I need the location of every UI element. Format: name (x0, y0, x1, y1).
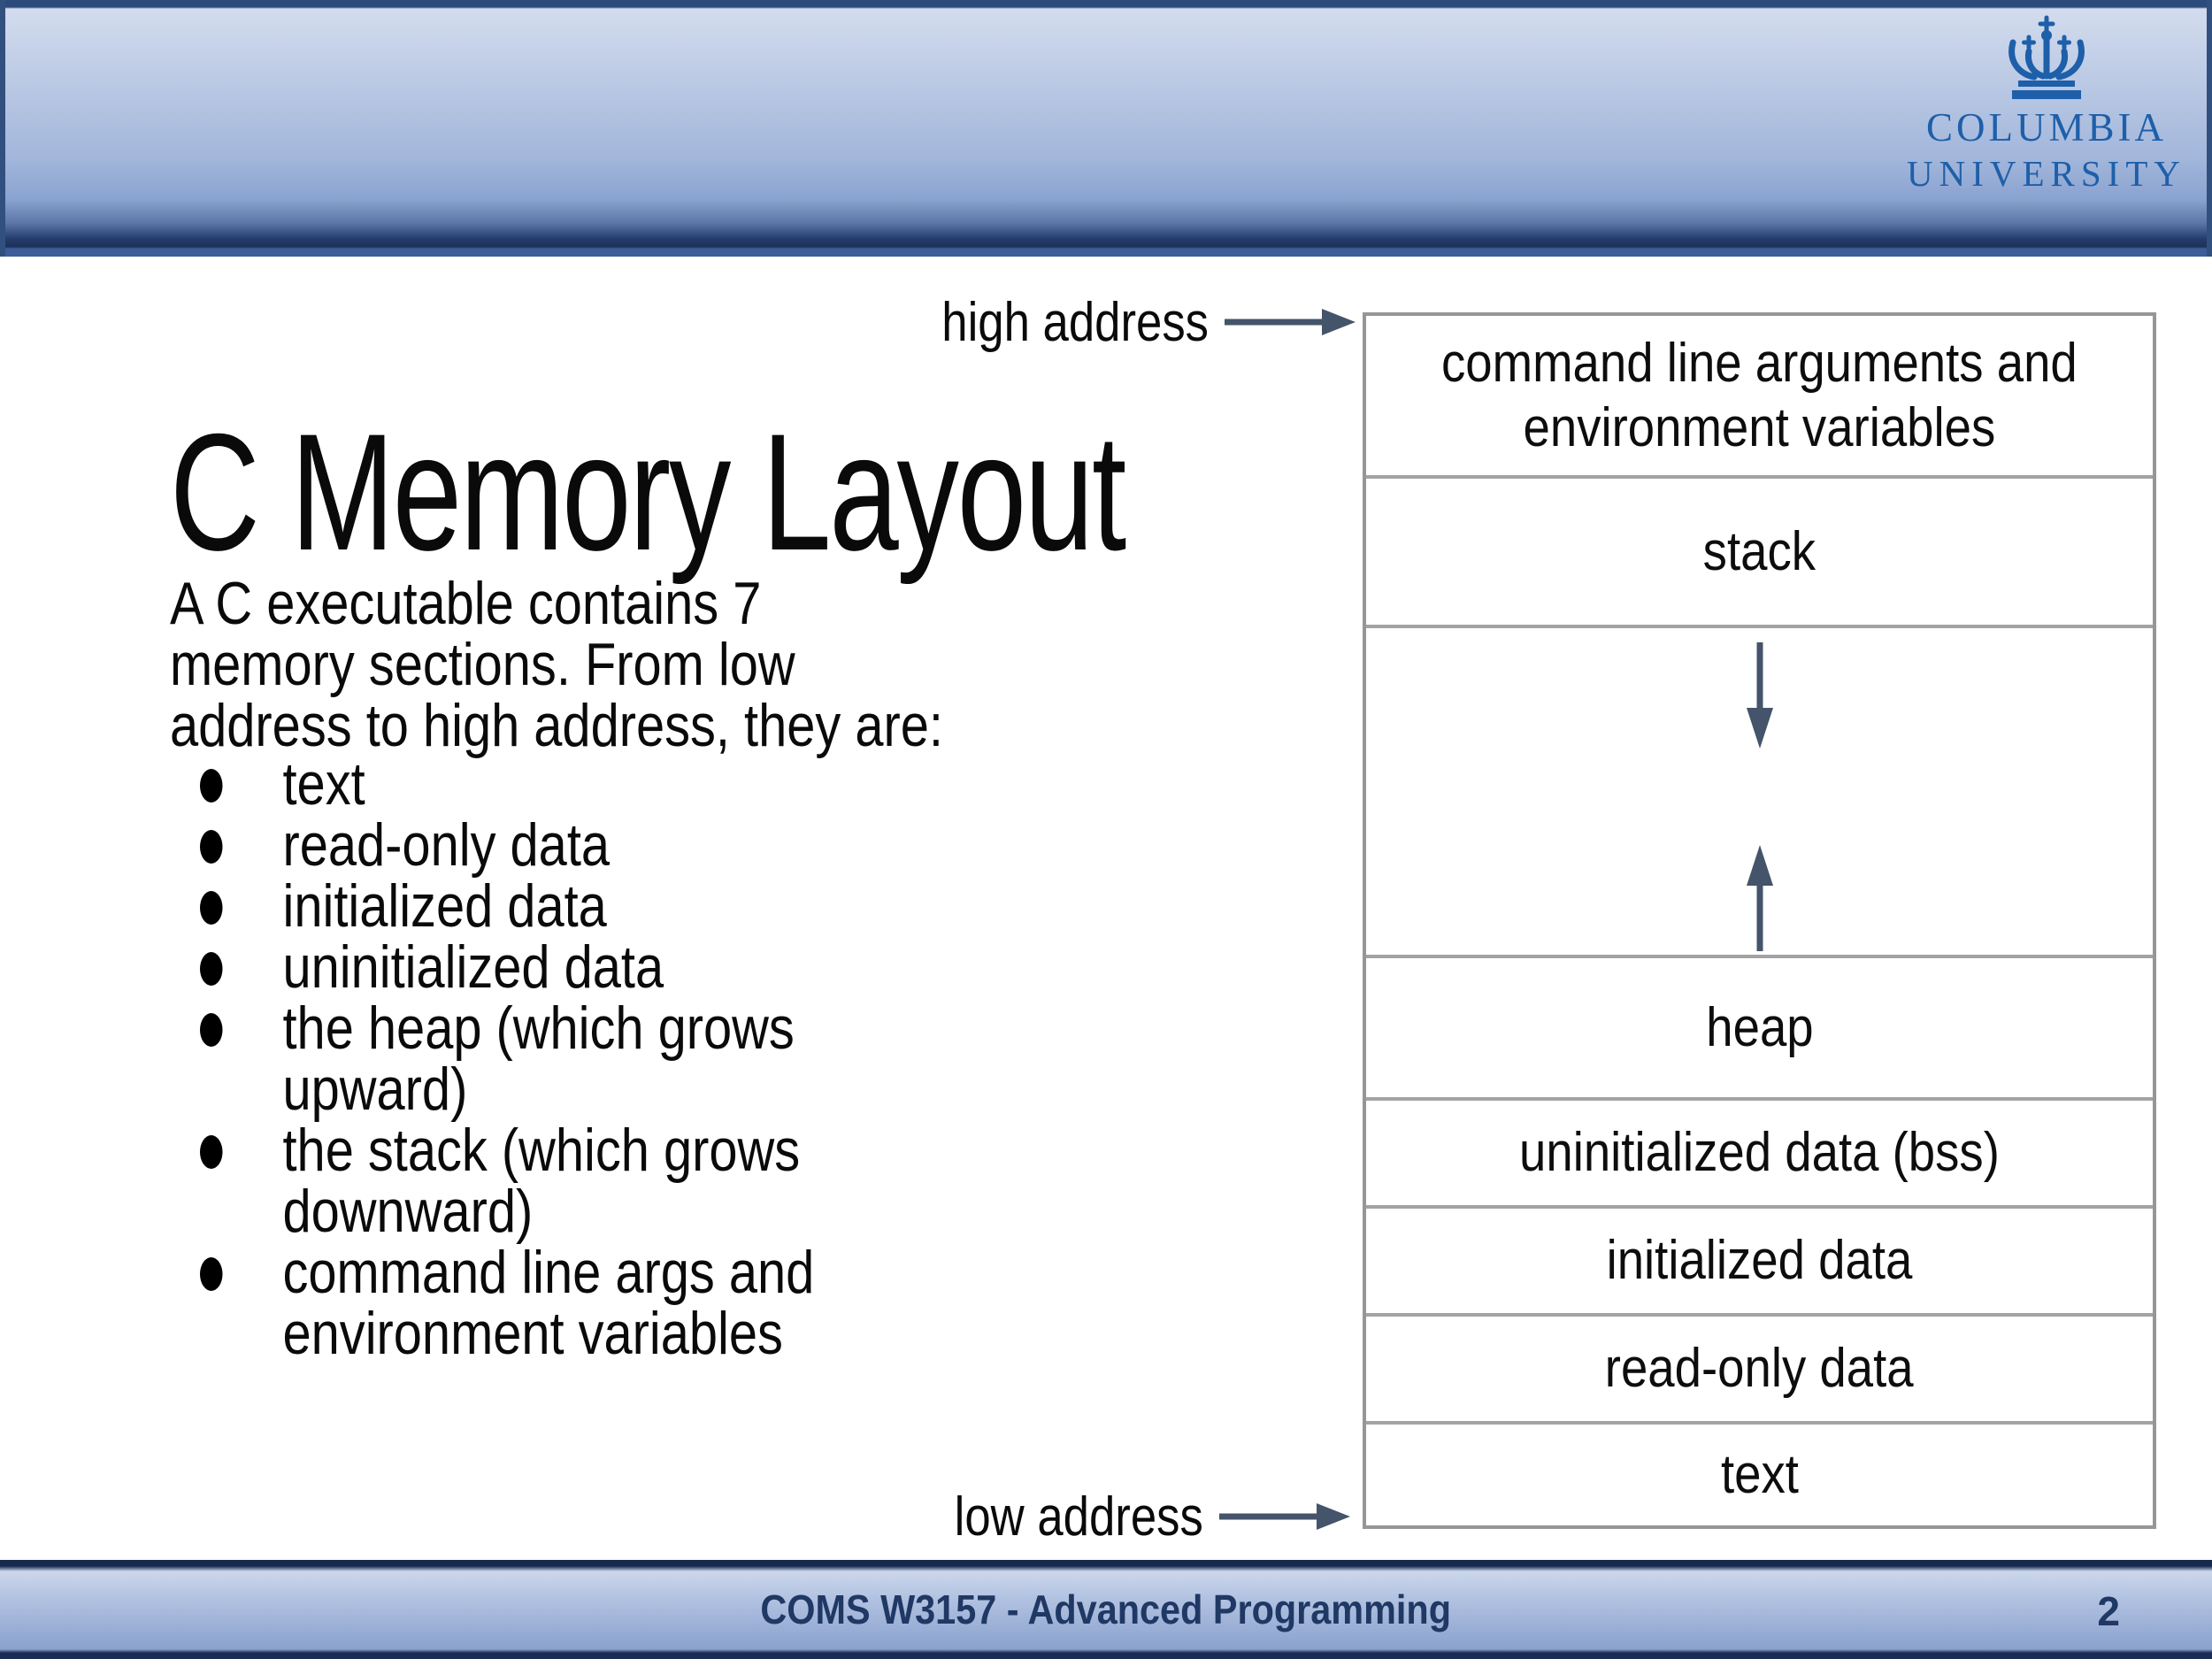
memory-row-cmdline-env: command line arguments and environment v… (1366, 316, 2153, 479)
footer-band: COMS W3157 - Advanced Programming 2 (0, 1560, 2212, 1659)
bullet-item-initialized-data: initialized data (170, 876, 1223, 937)
memory-row-label: initialized data (1606, 1230, 1913, 1292)
low-address-label: low address (954, 1486, 1203, 1548)
bullet-item-uninitialized-data: uninitialized data (170, 937, 1223, 998)
memory-row-stack: stack (1366, 479, 2153, 628)
memory-row-uninitialized-data: uninitialized data (bss) (1366, 1101, 2153, 1209)
logo-text-university: UNIVERSITY (1907, 153, 2186, 194)
memory-row-initialized-data: initialized data (1366, 1209, 2153, 1317)
header-band: COLUMBIA UNIVERSITY (0, 0, 2212, 257)
memory-row-read-only-data: read-only data (1366, 1317, 2153, 1425)
low-address-pointer: low address (885, 1486, 1352, 1548)
memory-diagram: command line arguments and environment v… (1363, 312, 2156, 1529)
page-number: 2 (2097, 1588, 2120, 1635)
bullet-item-heap: the heap (which grows upward) (170, 998, 1223, 1120)
memory-row-label: stack (1702, 520, 1816, 582)
columbia-crown-icon (2008, 15, 2085, 99)
memory-row-label: heap (1705, 996, 1814, 1058)
high-address-pointer: high address (885, 292, 1357, 353)
memory-row-label: uninitialized data (bss) (1519, 1122, 2000, 1184)
right-arrow-icon (1219, 1503, 1350, 1530)
page-title: C Memory Layout (170, 399, 1126, 585)
memory-row-growth-gap (1366, 628, 2153, 958)
high-address-label: high address (941, 291, 1209, 353)
bullet-item-cmdline-env: command line args and environment variab… (170, 1242, 1223, 1364)
bullet-item-text: text (170, 754, 1223, 815)
memory-row-label: command line arguments and environment v… (1441, 332, 2078, 458)
bullet-item-read-only-data: read-only data (170, 815, 1223, 876)
memory-row-heap: heap (1366, 958, 2153, 1101)
bullet-item-stack: the stack (which grows downward) (170, 1120, 1223, 1242)
logo-text-columbia: COLUMBIA (1925, 105, 2167, 150)
course-label: COMS W3157 - Advanced Programming (760, 1586, 1452, 1632)
heap-grows-up-arrow-icon (1746, 845, 1773, 951)
bullet-list: text read-only data initialized data uni… (170, 754, 1223, 1364)
memory-row-label: read-only data (1605, 1338, 1914, 1400)
memory-row-text: text (1366, 1425, 2153, 1525)
memory-row-label: text (1720, 1444, 1799, 1506)
intro-text: A C executable contains 7 memory section… (170, 570, 943, 759)
stack-grows-down-arrow-icon (1746, 642, 1773, 749)
right-arrow-icon (1225, 309, 1356, 335)
columbia-logo: COLUMBIA UNIVERSITY (1901, 12, 2193, 195)
